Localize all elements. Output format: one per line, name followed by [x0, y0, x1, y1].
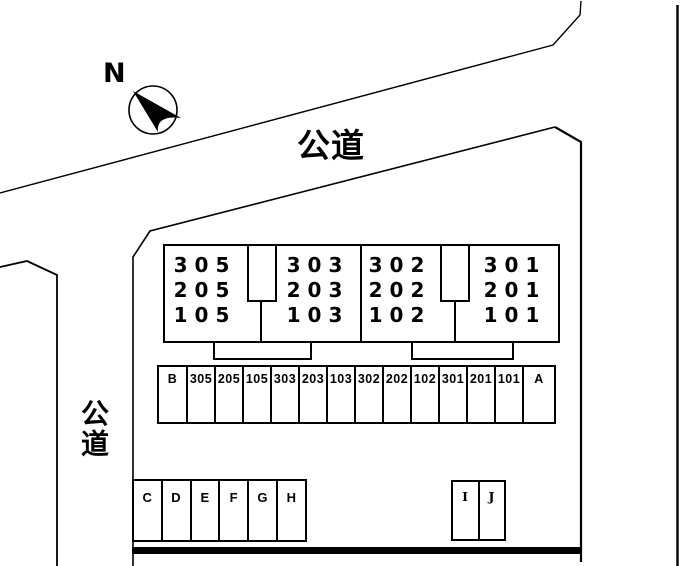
parking-stall: E — [189, 481, 219, 540]
parking-stall-label: B — [167, 372, 178, 386]
parking-stall-label: 203 — [301, 372, 325, 386]
parking-stall-label: 303 — [273, 372, 297, 386]
parking-stall-label: I — [462, 489, 469, 504]
parking-stall-label: 305 — [189, 372, 213, 386]
parking-stall-label: E — [200, 490, 210, 505]
unit-number: 302 — [368, 253, 432, 277]
parking-stall: 203 — [298, 367, 326, 422]
parking-stall: 102 — [410, 367, 438, 422]
parking-stall: 301 — [438, 367, 466, 422]
parking-stall: 302 — [354, 367, 382, 422]
parking-stall-label: J — [488, 489, 495, 504]
parking-stall-label: A — [534, 372, 544, 386]
parking-stall-label: 302 — [357, 372, 381, 386]
parking-stall-label: 301 — [441, 372, 465, 386]
parking-stall-label: 201 — [469, 372, 493, 386]
parking-stall: 101 — [494, 367, 522, 422]
building-divider-center — [360, 246, 362, 341]
parking-row-lower-left: C D E F G H — [132, 479, 307, 542]
property-boundary-right — [554, 126, 583, 562]
north-arrow-icon — [128, 85, 181, 135]
unit-number: 103 — [286, 303, 350, 327]
top-road-label: 公道 — [297, 126, 365, 165]
parking-stall: 303 — [270, 367, 298, 422]
parking-stall-label: 101 — [497, 372, 521, 386]
unit-number: 202 — [368, 278, 432, 302]
parking-stall: 202 — [382, 367, 410, 422]
north-label: N — [103, 58, 126, 89]
parking-stall: 305 — [186, 367, 214, 422]
parking-stall: 105 — [242, 367, 270, 422]
left-road-left-edge — [0, 260, 58, 566]
boundary-wall — [132, 547, 582, 554]
unit-number: 102 — [368, 303, 432, 327]
unit-number: 305 — [173, 253, 237, 277]
building-divider-left-lower — [260, 302, 262, 341]
building-divider-right-lower — [454, 302, 456, 341]
building-outline — [163, 244, 560, 343]
building-unit-stack-2: 303 203 103 — [268, 253, 368, 328]
parking-stall-label: 102 — [413, 372, 437, 386]
unit-number: 105 — [173, 303, 237, 327]
parking-stall-label: 103 — [329, 372, 353, 386]
parking-stall: 205 — [214, 367, 242, 422]
unit-number: 203 — [286, 278, 350, 302]
parking-stall: 103 — [326, 367, 354, 422]
parking-stall-label: 105 — [245, 372, 269, 386]
parking-stall: J — [477, 482, 505, 539]
parking-stall-label: H — [286, 490, 297, 505]
parking-stall: F — [218, 481, 247, 540]
unit-number: 303 — [286, 253, 350, 277]
parking-row-lower-right: I J — [451, 480, 506, 541]
parking-stall-label: 205 — [217, 372, 241, 386]
parking-stall-label: C — [142, 490, 153, 505]
unit-number: 101 — [483, 303, 547, 327]
entrance-porch-right — [411, 343, 514, 360]
property-boundary-left — [132, 126, 556, 566]
parking-stall-label: G — [257, 490, 269, 505]
stairwell-right — [440, 246, 470, 302]
unit-number: 205 — [173, 278, 237, 302]
top-road-upper-edge — [0, 0, 582, 194]
building-unit-stack-4: 301 201 101 — [465, 253, 565, 328]
parking-stall: 201 — [466, 367, 494, 422]
parking-stall: G — [247, 481, 276, 540]
parking-stall: B — [159, 367, 186, 422]
parking-stall-label: 202 — [385, 372, 409, 386]
stairwell-left — [247, 246, 277, 302]
unit-number: 201 — [483, 278, 547, 302]
building-unit-stack-1: 305 205 105 — [155, 253, 255, 328]
left-road-label: 公道 — [77, 399, 110, 459]
parking-stall: A — [522, 367, 554, 422]
parking-stall: D — [160, 481, 190, 540]
unit-number: 301 — [483, 253, 547, 277]
parking-stall: I — [453, 482, 478, 539]
parking-stall-label: D — [171, 490, 182, 505]
parking-stall-label: F — [229, 490, 239, 505]
entrance-porch-left — [213, 343, 312, 360]
parking-row-main: B 305 205 105 303 203 103 302 202 102 30… — [157, 365, 556, 424]
parking-stall: C — [134, 481, 161, 540]
building-unit-stack-3: 302 202 102 — [350, 253, 450, 328]
parking-stall: H — [276, 481, 305, 540]
